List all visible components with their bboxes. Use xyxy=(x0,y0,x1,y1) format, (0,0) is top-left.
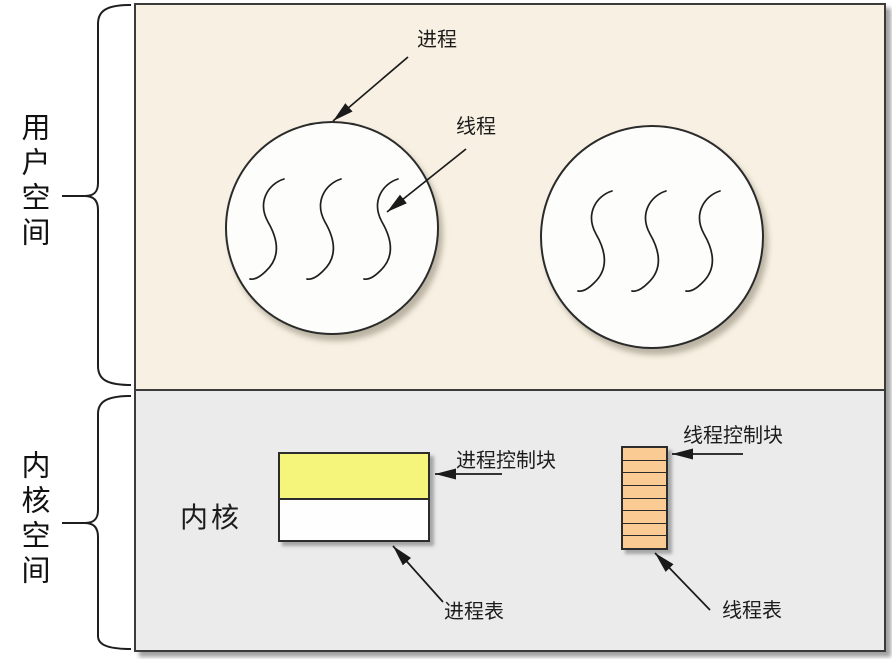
process-control-block-label: 进程控制块 xyxy=(456,450,556,472)
user-space-label: 用户空间 xyxy=(17,112,49,252)
thread-table-row xyxy=(623,524,666,537)
kernel-space-panel xyxy=(136,391,884,650)
thread-table-row xyxy=(623,448,666,461)
kernel-space-bracket xyxy=(62,395,132,650)
thread-table-row xyxy=(623,511,666,524)
process-circle xyxy=(540,125,764,349)
user-space-bracket xyxy=(62,4,132,386)
process-control-block-cell xyxy=(280,454,428,500)
memory-layout-panel xyxy=(134,3,886,652)
thread-table-row xyxy=(623,473,666,486)
process-table-label: 进程表 xyxy=(444,601,504,623)
thread-table-row xyxy=(623,486,666,499)
thread-table-row xyxy=(623,499,666,512)
thread-table-box xyxy=(621,446,668,550)
process-table-box xyxy=(278,452,430,542)
kernel-space-label: 内核空间 xyxy=(17,450,49,590)
thread-table-row xyxy=(623,536,666,548)
process-table-cell xyxy=(280,500,428,540)
thread-label: 线程 xyxy=(456,116,496,138)
process-label: 进程 xyxy=(417,29,457,51)
thread-table-row xyxy=(623,461,666,474)
thread-control-block-label: 线程控制块 xyxy=(683,425,783,447)
thread-table-label: 线程表 xyxy=(722,600,782,622)
process-circle xyxy=(225,121,439,335)
kernel-label: 内核 xyxy=(180,502,243,533)
